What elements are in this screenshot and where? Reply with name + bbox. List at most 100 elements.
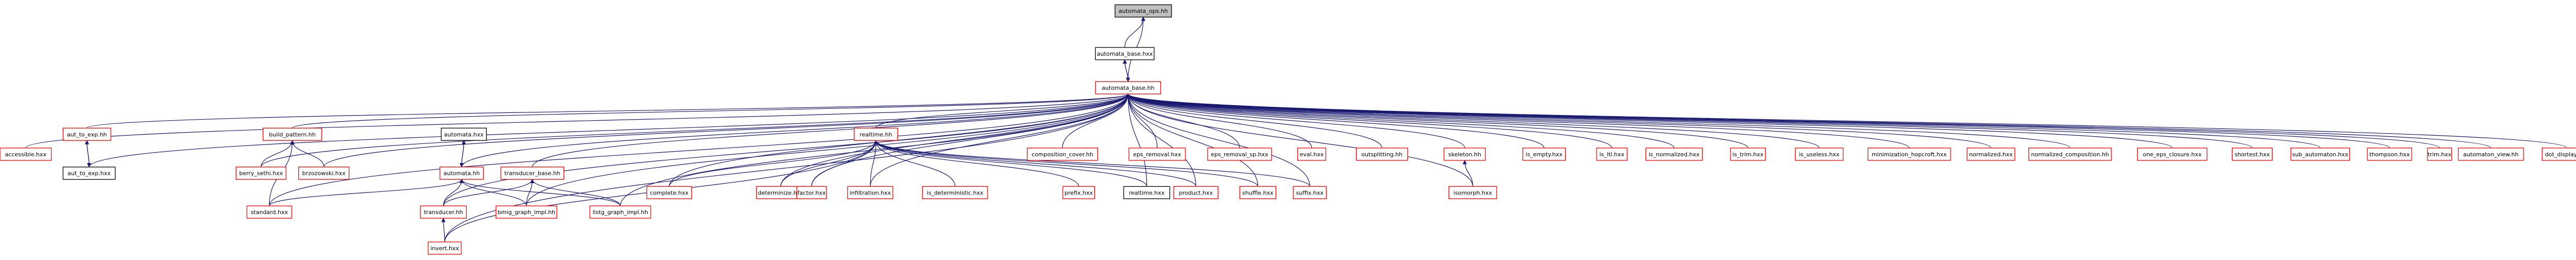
- edge-is-trim-to-automata-base-hh: [1126, 93, 1749, 149]
- node-label: eps_removal_sp.hxx: [1211, 151, 1268, 158]
- node-dot-display[interactable]: dot_display.hxx: [2541, 148, 2576, 161]
- edge-shuffle-to-realtime-hh: [874, 140, 1259, 187]
- node-product[interactable]: product.hxx: [1173, 186, 1218, 200]
- edge-complete-to-automata-base-hh: [669, 93, 1130, 187]
- node-label: is_deterministic.hxx: [927, 189, 984, 196]
- node-shortest[interactable]: shortest.hxx: [2232, 148, 2273, 161]
- node-factor[interactable]: factor.hxx: [796, 186, 827, 200]
- node-is-trim[interactable]: is_trim.hxx: [1730, 148, 1766, 161]
- node-invert[interactable]: invert.hxx: [428, 241, 462, 255]
- node-box: [1293, 186, 1327, 200]
- node-isomorph[interactable]: isomorph.hxx: [1448, 186, 1497, 200]
- node-box: [1027, 148, 1098, 161]
- edge-brzozowski-to-automata-base-hh: [323, 93, 1130, 167]
- node-realtime-hxx[interactable]: realtime.hxx: [1123, 186, 1171, 200]
- node-label: eps_removal.hxx: [1133, 151, 1181, 158]
- node-is-useless[interactable]: is_useless.hxx: [1795, 148, 1844, 161]
- node-determinize[interactable]: determinize.hxx: [756, 186, 806, 200]
- node-is-ltl[interactable]: is_ltl.hxx: [1596, 148, 1628, 161]
- node-label: realtime.hh: [860, 131, 892, 138]
- node-outsplitting[interactable]: outsplitting.hh: [1355, 148, 1408, 161]
- edge-composition-cover-to-automata-base-hh: [1062, 93, 1130, 148]
- node-label: one_eps_closure.hxx: [2143, 151, 2202, 158]
- node-composition-cover[interactable]: composition_cover.hh: [1027, 148, 1098, 161]
- node-box: [1448, 186, 1497, 200]
- node-label: sub_automaton.hxx: [2292, 151, 2348, 158]
- edge-isomorph-to-automata-base-hh: [1126, 93, 1473, 187]
- node-label: automaton_view.hh: [2463, 151, 2519, 158]
- node-label: dot_display.hxx: [2545, 151, 2576, 158]
- node-automaton-view[interactable]: automaton_view.hh: [2458, 148, 2524, 161]
- edge-berry-sethi-to-automata-base-hh: [261, 93, 1130, 167]
- node-is-empty[interactable]: is_empty.hxx: [1522, 148, 1566, 161]
- edge-aut-to-exp-hh-to-aut-to-exp-hxx: [87, 140, 92, 168]
- edge-automata-hh-to-automata-base-hh: [461, 93, 1130, 167]
- node-label: is_normalized.hxx: [1649, 151, 1700, 158]
- node-label: normalized_composition.hh: [2031, 151, 2109, 158]
- node-listg-graph-impl[interactable]: listg_graph_impl.hh: [589, 205, 651, 219]
- node-label: automata_base.hxx: [1097, 51, 1153, 57]
- edge-infiltration-to-automata-base-hh: [870, 93, 1130, 187]
- edge-minimization-hopcroft-to-automata-base-hh: [1126, 93, 1910, 149]
- edge-sub-automaton-to-automata-base-hh: [1126, 93, 2321, 149]
- node-label: is_ltl.hxx: [1600, 151, 1625, 158]
- node-suffix[interactable]: suffix.hxx: [1293, 186, 1327, 200]
- edge-is-deterministic-to-realtime-hh: [873, 140, 956, 187]
- node-sub-automaton[interactable]: sub_automaton.hxx: [2290, 148, 2350, 161]
- node-eps-removal[interactable]: eps_removal.hxx: [1128, 148, 1186, 161]
- node-aut-to-exp-hh[interactable]: aut_to_exp.hh: [62, 127, 111, 141]
- node-build-pattern[interactable]: build_pattern.hh: [262, 127, 323, 141]
- node-label: suffix.hxx: [1296, 189, 1324, 196]
- node-minimization-hopcroft[interactable]: minimization_hopcroft.hxx: [1867, 148, 1951, 161]
- node-box: [2028, 148, 2112, 161]
- node-shuffle[interactable]: shuffle.hxx: [1239, 186, 1277, 200]
- node-bmig-graph-impl[interactable]: bmig_graph_impl.hh: [496, 205, 557, 219]
- node-label: aut_to_exp.hxx: [67, 170, 111, 177]
- edge-transducer-to-transducer-base: [443, 178, 535, 206]
- node-normalized[interactable]: normalized.hxx: [1967, 148, 2015, 161]
- node-box: [62, 127, 111, 141]
- node-transducer[interactable]: transducer.hh: [420, 205, 467, 219]
- node-automata-ops[interactable]: automata_ops.hh: [1114, 4, 1172, 18]
- node-box: [1867, 148, 1951, 161]
- node-prefix[interactable]: prefix.hxx: [1062, 186, 1095, 200]
- node-trim[interactable]: trim.hxx: [2427, 148, 2452, 161]
- node-berry-sethi[interactable]: berry_sethi.hxx: [235, 167, 286, 180]
- node-box: [62, 167, 116, 180]
- node-standard[interactable]: standard.hxx: [246, 205, 292, 219]
- node-accessible[interactable]: accessible.hxx: [0, 148, 52, 161]
- node-box: [1114, 4, 1172, 18]
- node-eps-removal-sp[interactable]: eps_removal_sp.hxx: [1207, 148, 1272, 161]
- node-complete[interactable]: complete.hxx: [646, 186, 692, 200]
- node-box: [589, 205, 651, 219]
- node-label: bmig_graph_impl.hh: [498, 209, 555, 216]
- node-thompson[interactable]: thompson.hxx: [2367, 148, 2412, 161]
- node-automata-base-hh[interactable]: automata_base.hh: [1095, 81, 1161, 94]
- node-automata-hxx[interactable]: automata.hxx: [440, 127, 487, 141]
- node-aut-to-exp-hxx[interactable]: aut_to_exp.hxx: [62, 167, 116, 180]
- node-automata-base-hxx[interactable]: automata_base.hxx: [1095, 47, 1155, 60]
- node-skeleton[interactable]: skeleton.hh: [1444, 148, 1486, 161]
- node-box: [854, 127, 899, 141]
- node-one-eps-closure[interactable]: one_eps_closure.hxx: [2137, 148, 2208, 161]
- node-label: factor.hxx: [798, 189, 826, 196]
- node-transducer-base[interactable]: transducer_base.hh: [500, 167, 565, 180]
- node-box: [0, 148, 52, 161]
- node-eval[interactable]: eval.hxx: [1297, 148, 1327, 161]
- node-is-normalized[interactable]: is_normalized.hxx: [1645, 148, 1703, 161]
- node-brzozowski[interactable]: brzozowski.hxx: [298, 167, 350, 180]
- node-box: [500, 167, 565, 180]
- edge-brzozowski-to-build-pattern: [290, 140, 325, 167]
- node-realtime-hh[interactable]: realtime.hh: [854, 127, 899, 141]
- edge-automata-base-hxx-to-automata-base-hh: [1124, 59, 1130, 83]
- node-box: [1522, 148, 1566, 161]
- edge-outsplitting-to-automata-base-hh: [1126, 93, 1382, 149]
- node-box: [796, 186, 827, 200]
- edge-invert-to-transducer: [441, 218, 446, 242]
- node-normalized-composition[interactable]: normalized_composition.hh: [2028, 148, 2112, 161]
- node-is-deterministic[interactable]: is_deterministic.hxx: [922, 186, 988, 200]
- node-label: build_pattern.hh: [269, 131, 315, 138]
- edge-build-pattern-to-automata-base-hh: [292, 93, 1130, 128]
- node-infiltration[interactable]: infiltration.hxx: [847, 186, 893, 200]
- node-automata-hh[interactable]: automata.hh: [439, 167, 484, 180]
